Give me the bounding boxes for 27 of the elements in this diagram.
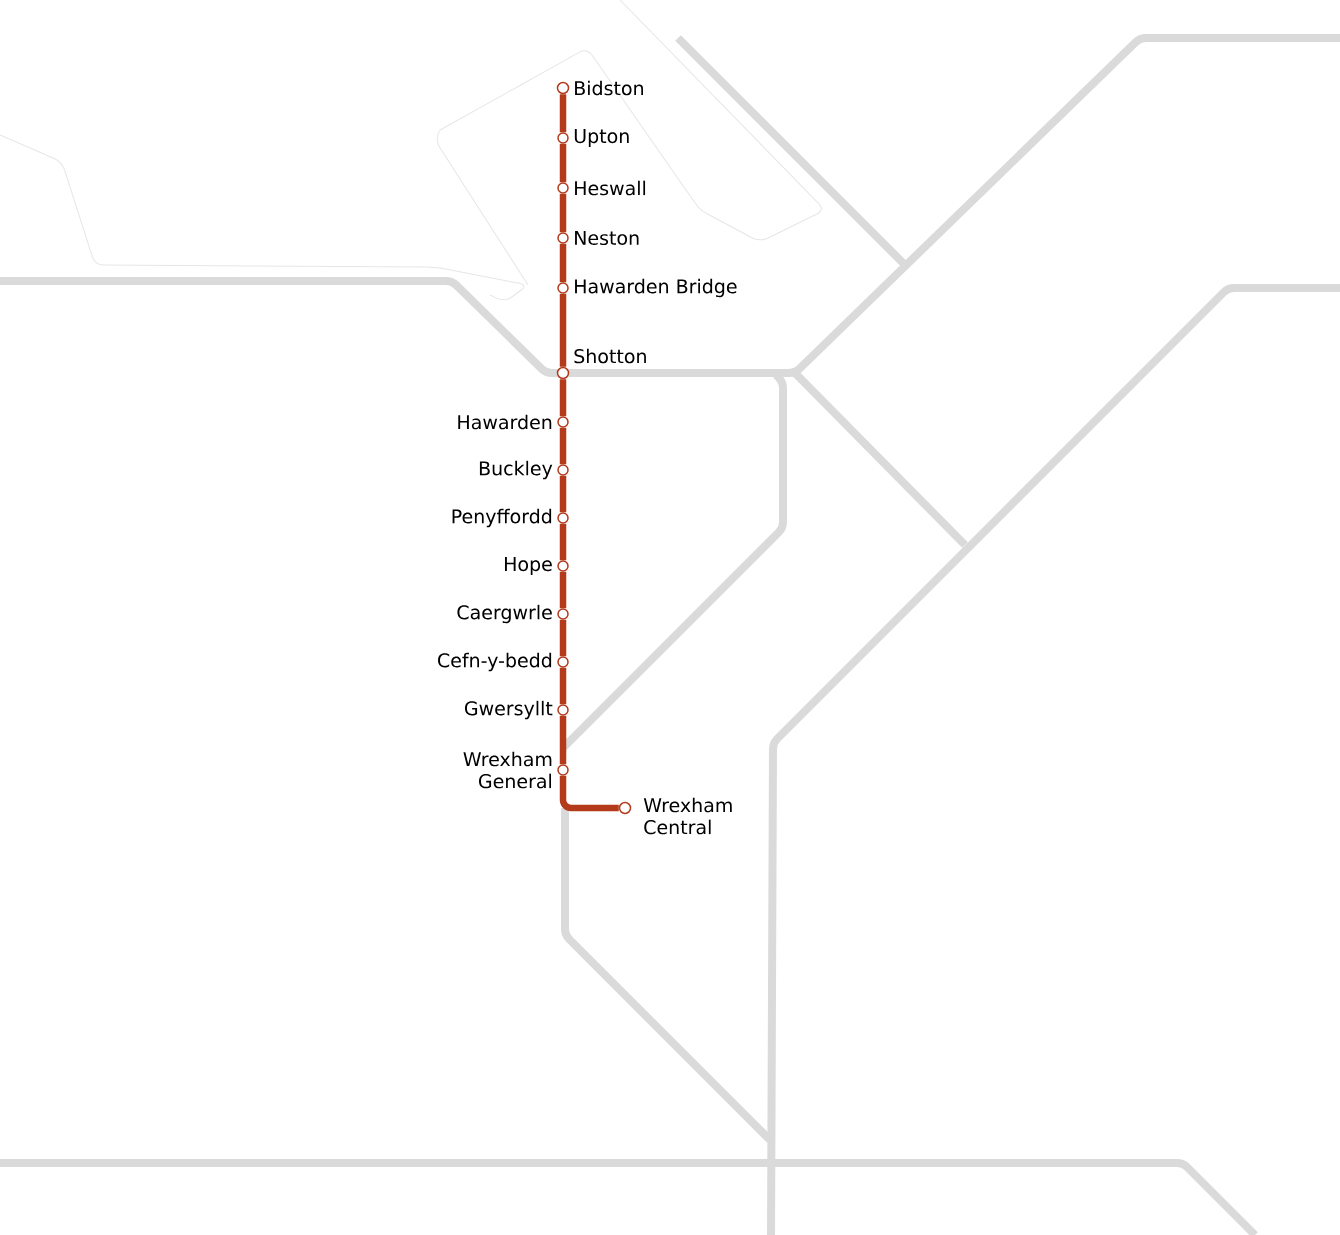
station-label: Gwersyllt: [464, 700, 553, 720]
rail-line: [559, 571, 567, 609]
station-label: Penyffordd: [452, 508, 552, 528]
station-label: Cefn-y-bedd: [438, 652, 552, 672]
station-label: Wrexham General: [463, 751, 552, 789]
station-label: Hawarden Bridge: [575, 278, 737, 298]
rail-line: [559, 379, 567, 417]
rail-line: [559, 193, 567, 233]
rail-line: [559, 667, 567, 705]
rail-line: [559, 715, 567, 765]
station-label: Wrexham Central: [643, 797, 732, 835]
rail-line: [559, 523, 567, 561]
station-label: Caergwrle: [457, 604, 552, 624]
rail-line: [559, 94, 567, 133]
station-label: Hope: [505, 557, 552, 575]
station-label: Upton: [574, 129, 629, 147]
rail-line: [559, 243, 567, 283]
station-label: Neston: [575, 230, 639, 246]
station-label: Bidston: [575, 80, 643, 96]
station-label: Buckley: [479, 460, 553, 480]
station-label: Hawarden: [458, 414, 552, 430]
station-label: Heswall: [575, 180, 646, 196]
rail-line: [559, 619, 567, 657]
rail-line: [559, 143, 567, 183]
rail-line: [559, 427, 567, 465]
station-label: Shotton: [574, 348, 646, 364]
rail-line: [559, 475, 567, 513]
